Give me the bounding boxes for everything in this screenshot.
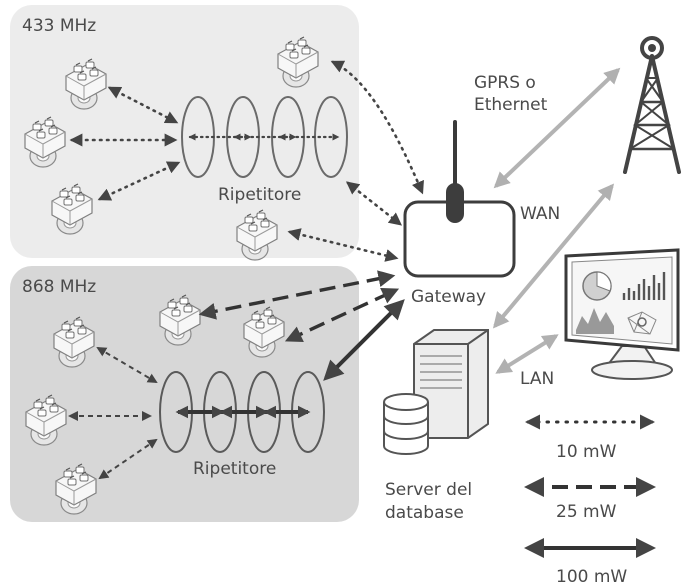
link-wan [493,67,621,189]
server-label-line1: Server del [385,480,472,500]
zone-433mhz [10,5,359,258]
link-10mw [330,60,424,195]
legend-label-10mw: 10 mW [556,442,617,462]
gateway-icon [403,120,516,278]
legend-label-100mw: 100 mW [556,567,627,587]
link-25mw [96,346,158,384]
legend: 10 mW 25 mW 100 mW [524,414,656,587]
wan-label-line1: GPRS o [474,73,536,93]
link-10mw [97,161,181,201]
zone-433mhz-label: 433 MHz [22,16,96,36]
repeater-433-label: Ripetitore [218,185,301,205]
cell-tower-icon [623,36,681,174]
monitor-icon [564,248,680,380]
zone-868mhz-label: 868 MHz [22,277,96,297]
link-wan [492,183,615,329]
server-label-line2: database [385,503,464,523]
link-10mw [345,181,403,226]
link-10mw [287,228,399,262]
database-icon [383,393,429,455]
wan-label-line2: Ethernet [474,95,548,115]
link-10mw [107,86,179,124]
link-lan [495,334,559,374]
wan-label: WAN [520,204,560,224]
link-100mw [323,299,405,381]
legend-label-25mw: 25 mW [556,502,617,522]
repeater-868-label: Ripetitore [193,459,276,479]
link-25mw [98,438,158,480]
gateway-label: Gateway [411,287,486,307]
lan-label: LAN [520,369,554,389]
